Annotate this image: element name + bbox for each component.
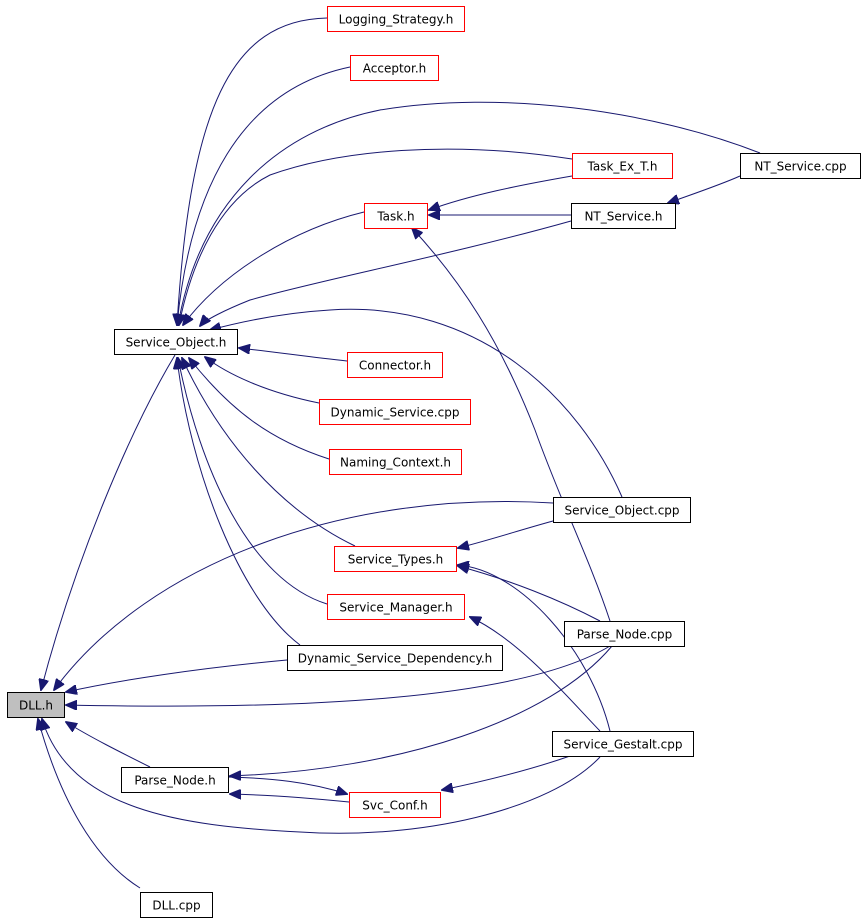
node-label: Task.h bbox=[376, 210, 414, 224]
edge-nt_service_cpp-to-nt_service_h bbox=[668, 175, 741, 203]
node-label: Service_Object.h bbox=[126, 336, 227, 350]
node-box bbox=[319, 399, 471, 425]
node-box bbox=[327, 6, 465, 32]
edge-service_gestalt_cpp-to-service_manager_h bbox=[470, 617, 601, 732]
node-dynamic_service_cpp[interactable]: Dynamic_Service.cpp bbox=[319, 399, 471, 425]
edge-dynamic_service_dependency_h-to-service_object_h bbox=[177, 358, 301, 646]
node-dll_h: DLL.h bbox=[7, 692, 65, 718]
node-service_object_cpp[interactable]: Service_Object.cpp bbox=[553, 497, 691, 523]
edge-parse_node_cpp-to-parse_node_h bbox=[230, 645, 613, 776]
node-label: NT_Service.cpp bbox=[754, 160, 846, 174]
edge-service_types_h-to-service_object_h bbox=[182, 358, 356, 547]
node-box bbox=[552, 731, 694, 757]
edge-acceptor_h-to-service_object_h bbox=[177, 66, 351, 325]
node-box bbox=[564, 621, 685, 647]
node-box bbox=[347, 352, 443, 378]
edge-service_manager_h-to-service_object_h bbox=[178, 358, 328, 605]
node-service_manager_h[interactable]: Service_Manager.h bbox=[327, 594, 465, 620]
node-box bbox=[572, 153, 673, 179]
node-label: Service_Types.h bbox=[348, 553, 444, 567]
node-task_ex_t_h[interactable]: Task_Ex_T.h bbox=[572, 153, 673, 179]
edge-dynamic_service_dependency_h-to-dll_h bbox=[66, 659, 288, 692]
node-service_object_h[interactable]: Service_Object.h bbox=[114, 329, 238, 355]
edge-dll_cpp-to-dll_h bbox=[38, 719, 141, 889]
edge-parse_node_h-to-svc_conf_h bbox=[227, 776, 347, 794]
edge-parse_node_cpp-to-dll_h bbox=[66, 645, 611, 706]
edge-nt_service_cpp-to-service_object_h bbox=[178, 101, 761, 325]
node-dll_cpp[interactable]: DLL.cpp bbox=[140, 892, 213, 918]
edge-service_object_cpp-to-service_types_h bbox=[458, 520, 554, 548]
edge-logging_strategy_h-to-service_object_h bbox=[177, 17, 328, 325]
node-label: Service_Gestalt.cpp bbox=[563, 738, 682, 752]
edge-service_gestalt_cpp-to-service_types_h bbox=[458, 565, 611, 732]
edge-nt_service_h-to-service_object_h bbox=[200, 220, 572, 326]
node-service_types_h[interactable]: Service_Types.h bbox=[334, 546, 457, 572]
edge-svc_conf_h-to-parse_node_h bbox=[230, 794, 350, 803]
node-dynamic_service_dependency_h[interactable]: Dynamic_Service_Dependency.h bbox=[287, 645, 503, 671]
node-logging_strategy_h[interactable]: Logging_Strategy.h bbox=[327, 6, 465, 32]
node-task_h[interactable]: Task.h bbox=[364, 203, 428, 229]
node-label: Svc_Conf.h bbox=[362, 799, 427, 813]
node-service_gestalt_cpp[interactable]: Service_Gestalt.cpp bbox=[552, 731, 694, 757]
node-parse_node_h[interactable]: Parse_Node.h bbox=[121, 767, 229, 793]
node-box bbox=[114, 329, 238, 355]
edge-parse_node_h-to-dll_h bbox=[66, 722, 151, 768]
node-label: Parse_Node.h bbox=[134, 774, 215, 788]
node-box bbox=[350, 55, 439, 81]
edge-service_object_cpp-to-service_object_h bbox=[210, 308, 623, 498]
node-label: Task_Ex_T.h bbox=[587, 160, 658, 174]
node-label: NT_Service.h bbox=[584, 210, 662, 224]
node-box bbox=[364, 203, 428, 229]
node-box bbox=[7, 692, 65, 718]
node-box bbox=[571, 203, 676, 229]
node-box bbox=[329, 449, 462, 475]
node-label: Logging_Strategy.h bbox=[339, 13, 454, 27]
node-label: Dynamic_Service_Dependency.h bbox=[298, 652, 493, 666]
node-label: Parse_Node.cpp bbox=[577, 628, 673, 642]
edge-service_object_h-to-dll_h bbox=[41, 354, 176, 690]
edge-task_ex_t_h-to-task_h bbox=[429, 175, 573, 210]
node-box bbox=[334, 546, 457, 572]
edge-dynamic_service_cpp-to-service_object_h bbox=[205, 357, 320, 404]
edge-parse_node_cpp-to-service_types_h bbox=[458, 566, 601, 622]
node-parse_node_cpp[interactable]: Parse_Node.cpp bbox=[564, 621, 685, 647]
node-box bbox=[349, 792, 441, 818]
edge-service_object_cpp-to-dll_h bbox=[54, 500, 554, 690]
edge-task_h-to-service_object_h bbox=[183, 211, 365, 325]
node-box bbox=[140, 892, 213, 918]
node-box bbox=[327, 594, 465, 620]
node-label: Acceptor.h bbox=[363, 62, 427, 76]
edge-service_gestalt_cpp-to-dll_h bbox=[42, 719, 601, 834]
node-label: Service_Manager.h bbox=[339, 601, 452, 615]
node-box bbox=[121, 767, 229, 793]
node-label: Service_Object.cpp bbox=[564, 504, 679, 518]
node-label: DLL.cpp bbox=[152, 899, 200, 913]
node-connector_h[interactable]: Connector.h bbox=[347, 352, 443, 378]
node-label: Naming_Context.h bbox=[340, 456, 451, 470]
edge-layer bbox=[38, 17, 761, 889]
node-naming_context_h[interactable]: Naming_Context.h bbox=[329, 449, 462, 475]
node-acceptor_h[interactable]: Acceptor.h bbox=[350, 55, 439, 81]
node-box bbox=[287, 645, 503, 671]
edge-naming_context_h-to-service_object_h bbox=[189, 358, 330, 460]
node-svc_conf_h[interactable]: Svc_Conf.h bbox=[349, 792, 441, 818]
node-box bbox=[553, 497, 691, 523]
edge-parse_node_cpp-to-task_h bbox=[412, 228, 611, 622]
node-nt_service_h[interactable]: NT_Service.h bbox=[571, 203, 676, 229]
node-layer: Logging_Strategy.hAcceptor.hNT_Service.c… bbox=[7, 6, 861, 918]
node-label: Connector.h bbox=[359, 359, 431, 373]
node-box bbox=[740, 153, 861, 179]
edge-task_ex_t_h-to-service_object_h bbox=[179, 148, 573, 325]
edge-service_gestalt_cpp-to-svc_conf_h bbox=[442, 755, 571, 790]
node-label: Dynamic_Service.cpp bbox=[331, 406, 460, 420]
edge-connector_h-to-service_object_h bbox=[239, 348, 348, 362]
node-label: DLL.h bbox=[19, 699, 53, 713]
node-nt_service_cpp[interactable]: NT_Service.cpp bbox=[740, 153, 861, 179]
